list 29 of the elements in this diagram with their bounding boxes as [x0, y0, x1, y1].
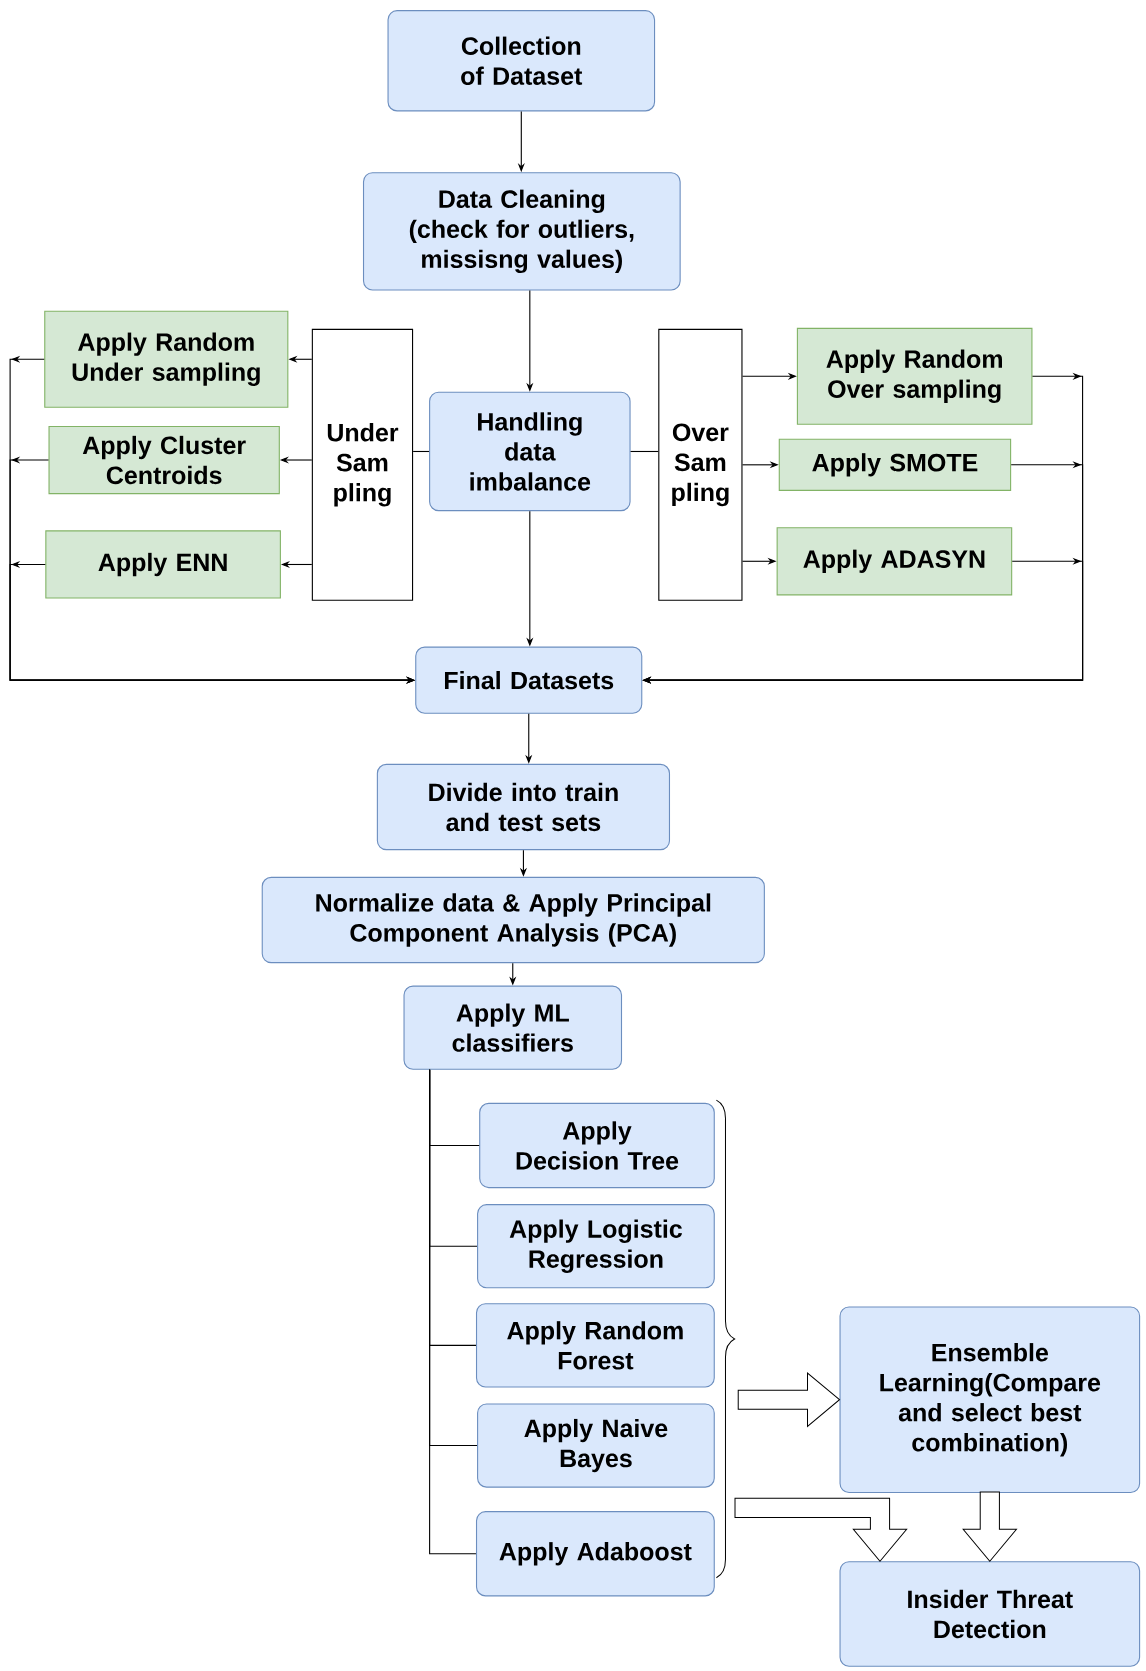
process-box: Data Cleaning (check for outliers, missisng values) — [362, 172, 681, 291]
block-arrow — [734, 1497, 908, 1562]
method-box: Apply Cluster Centroids — [48, 425, 280, 495]
process-box: Apply Adaboost — [475, 1511, 715, 1597]
process-box: Apply Naive Bayes — [477, 1403, 715, 1488]
process-box: Apply ML classifiers — [403, 985, 623, 1070]
process-box: Final Datasets — [415, 646, 643, 714]
connector-line — [429, 1069, 477, 1555]
connector-line — [630, 450, 659, 453]
group-box: Over Sam pling — [658, 328, 743, 601]
process-box: Apply Random Forest — [475, 1303, 715, 1388]
process-box: Apply Decision Tree — [479, 1102, 715, 1189]
method-box: Apply Random Over sampling — [796, 327, 1033, 425]
process-box: Collection of Dataset — [387, 10, 656, 112]
curly-brace — [715, 1099, 736, 1579]
method-box: Apply ADASYN — [776, 527, 1013, 596]
group-box: Under Sam pling — [311, 328, 414, 601]
connector-line — [412, 450, 430, 453]
method-box: Apply SMOTE — [778, 438, 1012, 491]
process-box: Handling data imbalance — [429, 391, 631, 512]
method-box: Apply Random Under sampling — [44, 310, 289, 408]
process-box: Normalize data & Apply Principal Component Analysis (PCA) — [261, 876, 765, 964]
process-box: Divide into train and test sets — [376, 763, 671, 851]
method-box: Apply ENN — [45, 530, 281, 599]
process-box: Ensemble Learning(Compare and select best combination) — [839, 1306, 1141, 1493]
process-box: Insider Threat Detection — [839, 1561, 1141, 1667]
block-arrow — [737, 1372, 840, 1427]
block-arrow — [962, 1491, 1017, 1562]
process-box: Apply Logistic Regression — [477, 1204, 715, 1289]
